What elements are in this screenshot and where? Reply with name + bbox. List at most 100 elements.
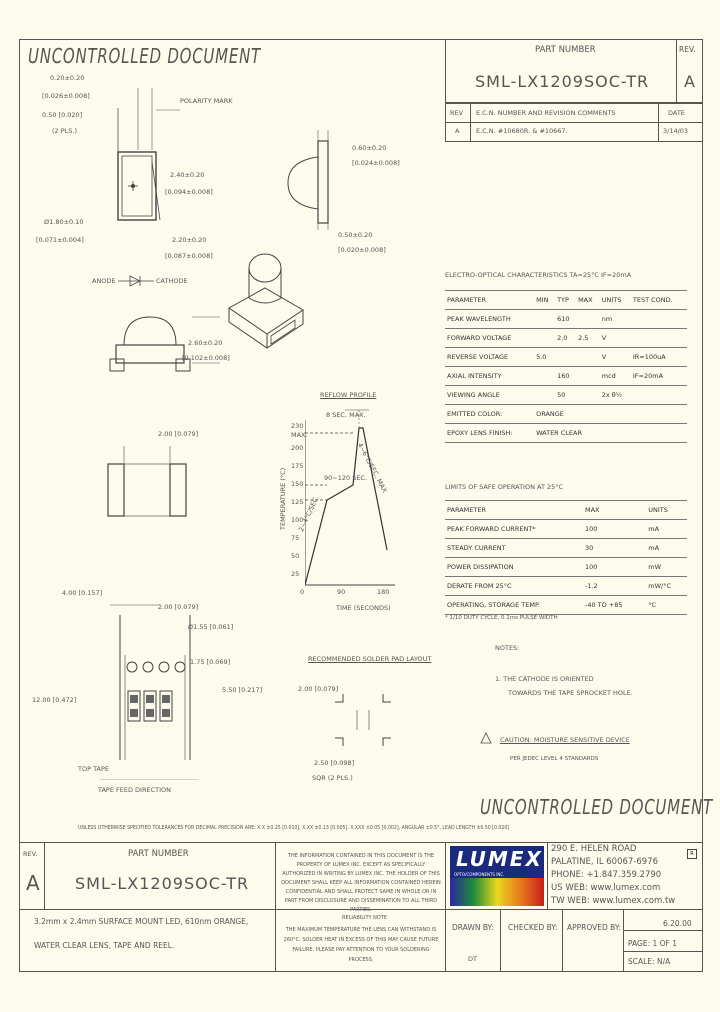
table-cell: 100	[583, 557, 647, 577]
dim-bottom: 2.20±0.20	[172, 236, 207, 244]
eo-table: PARAMETER MIN TYP MAX UNITS TEST COND. P…	[445, 290, 687, 443]
eo-header-row: PARAMETER MIN TYP MAX UNITS TEST COND.	[445, 290, 687, 310]
caution-text: CAUTION: MOISTURE SENSITIVE DEVICE	[500, 736, 630, 744]
caution-triangle-icon	[480, 732, 492, 744]
tape-feed-label: TAPE FEED DIRECTION	[98, 786, 171, 794]
logo-rainbow	[450, 878, 544, 906]
rev-row-date: 3/14/03	[663, 127, 689, 135]
table-cell: ORANGE	[534, 404, 687, 424]
table-cell	[576, 366, 600, 386]
tape-dim4: 1.75 [0.069]	[190, 658, 231, 666]
solder-pad-title: RECOMMENDED SOLDER PAD LAYOUT	[308, 655, 432, 663]
reflow-x-label: TIME (SECONDS)	[336, 604, 391, 612]
uncontrolled-footer: UNCONTROLLED DOCUMENT	[480, 795, 713, 819]
dim-side-top: 0.60±0.20	[352, 144, 387, 152]
table-cell: 610	[555, 309, 577, 329]
dim-height: 2.60±0.20	[188, 339, 223, 347]
notes-title: NOTES:	[495, 644, 520, 652]
tape-drawing	[100, 604, 198, 780]
table-cell	[559, 576, 583, 596]
led-side-view	[287, 130, 329, 230]
y-tick: 25	[291, 570, 300, 578]
table-cell: STEADY CURRENT	[445, 538, 559, 558]
tw-web: TW WEB: www.lumex.com.tw	[551, 896, 676, 906]
reflow-chart	[305, 409, 395, 586]
table-cell	[576, 309, 600, 329]
date-col-header: DATE	[668, 109, 685, 117]
table-cell: nm	[599, 309, 631, 329]
table-cell: -1.2	[583, 576, 647, 596]
limits-col: MAX	[583, 500, 647, 520]
address2: PALATINE, IL 60067-6976	[551, 857, 658, 867]
table-cell	[630, 309, 687, 329]
approved-by-label: APPROVED BY:	[567, 923, 622, 932]
y-tick: 230	[291, 422, 304, 430]
table-cell: mW/°C	[646, 576, 687, 596]
table-cell: PEAK FORWARD CURRENT*	[445, 519, 559, 539]
reliability-title: RELIABILITY NOTE	[342, 915, 388, 921]
tape-dim2: 2.00 [0.079]	[158, 603, 199, 611]
dim-bottom-in: [0.087±0.008]	[165, 252, 213, 260]
x-tick: 180	[377, 588, 390, 596]
reflow-title: REFLOW PROFILE	[320, 391, 377, 399]
table-cell	[559, 519, 583, 539]
tape-dim5: 5.50 [0.217]	[222, 686, 263, 694]
footer-part-label: PART NUMBER	[128, 849, 189, 859]
limits-footnote: * 1/10 DUTY CYCLE, 0.1ms PULSE WIDTH	[445, 615, 558, 621]
table-cell: OPERATING, STORAGE TEMP.	[445, 595, 559, 615]
rev-row-ecn: E.C.N. #10680R. & #10667.	[476, 127, 568, 135]
table-row: OPERATING, STORAGE TEMP. -40 TO +85°C	[445, 595, 687, 615]
table-cell: -40 TO +85	[583, 595, 647, 615]
reflow-sec-max: 8 SEC. MAX.	[326, 411, 366, 419]
dim-side-bottom: 0.50±0.20	[338, 231, 373, 239]
logo-tagline: OPTO/COMPONENTS INC.	[454, 872, 505, 877]
table-cell: °C	[646, 595, 687, 615]
table-cell	[534, 366, 556, 386]
description-line2: WATER CLEAR LENS, TAPE AND REEL.	[34, 941, 175, 950]
logo-text: LUMEX	[456, 847, 543, 871]
x-tick: 0	[300, 588, 305, 596]
checked-by-label: CHECKED BY:	[508, 923, 558, 932]
eo-col: TYP	[555, 290, 577, 310]
table-cell	[534, 385, 556, 405]
table-cell	[534, 309, 556, 329]
table-cell: 30	[583, 538, 647, 558]
reliability-note: THE MAXIMUM TEMPERATURE THE LENS CAN WIT…	[283, 927, 439, 963]
dim-top1: 0.20±0.20	[50, 74, 85, 82]
table-cell: mcd	[599, 366, 631, 386]
y-tick: 200	[291, 444, 304, 452]
limits-col: UNITS	[646, 500, 687, 520]
table-cell	[555, 347, 577, 367]
tolerance-line: UNLESS OTHERWISE SPECIFIED TOLERANCES FO…	[78, 825, 510, 831]
address1: 290 E. HELEN ROAD	[551, 844, 637, 854]
description-line1: 3.2mm x 2.4mm SURFACE MOUNT LED, 610nm O…	[34, 917, 249, 926]
limits-header-row: PARAMETER MAX UNITS	[445, 500, 687, 520]
part-number-label: PART NUMBER	[535, 45, 596, 55]
dim-width-in: [0.094±0.008]	[165, 188, 213, 196]
eo-col: TEST COND.	[630, 290, 687, 310]
table-cell: V	[599, 347, 631, 367]
limits-table: PARAMETER MAX UNITS PEAK FORWARD CURRENT…	[445, 500, 687, 615]
y-tick: 150	[291, 480, 304, 488]
eo-title: ELECTRO-OPTICAL CHARACTERISTICS TA=25°C …	[445, 271, 632, 279]
limits-col: PARAMETER	[445, 500, 559, 520]
table-row: EMITTED COLOR:ORANGE	[445, 404, 687, 424]
limits-title: LIMITS OF SAFE OPERATION AT 25°C	[445, 483, 564, 491]
eo-col: MIN	[534, 290, 556, 310]
limits-col	[559, 500, 583, 520]
rev-label: REV.	[679, 45, 696, 54]
table-cell: REVERSE VOLTAGE	[445, 347, 535, 367]
solder-pad-dim1: 2.00 [0.079]	[298, 685, 339, 693]
footer-rev: A	[26, 871, 40, 895]
y-tick: MAX.	[291, 431, 308, 439]
rev-row-rev: A	[455, 127, 460, 135]
part-number: SML-LX1209SOC-TR	[475, 72, 650, 91]
table-cell: IR=100uA	[630, 347, 687, 367]
disclaimer: THE INFORMATION CONTAINED IN THIS DOCUME…	[281, 853, 441, 913]
x-tick: 90	[337, 588, 346, 596]
table-cell	[630, 385, 687, 405]
led-front-view	[109, 316, 220, 372]
